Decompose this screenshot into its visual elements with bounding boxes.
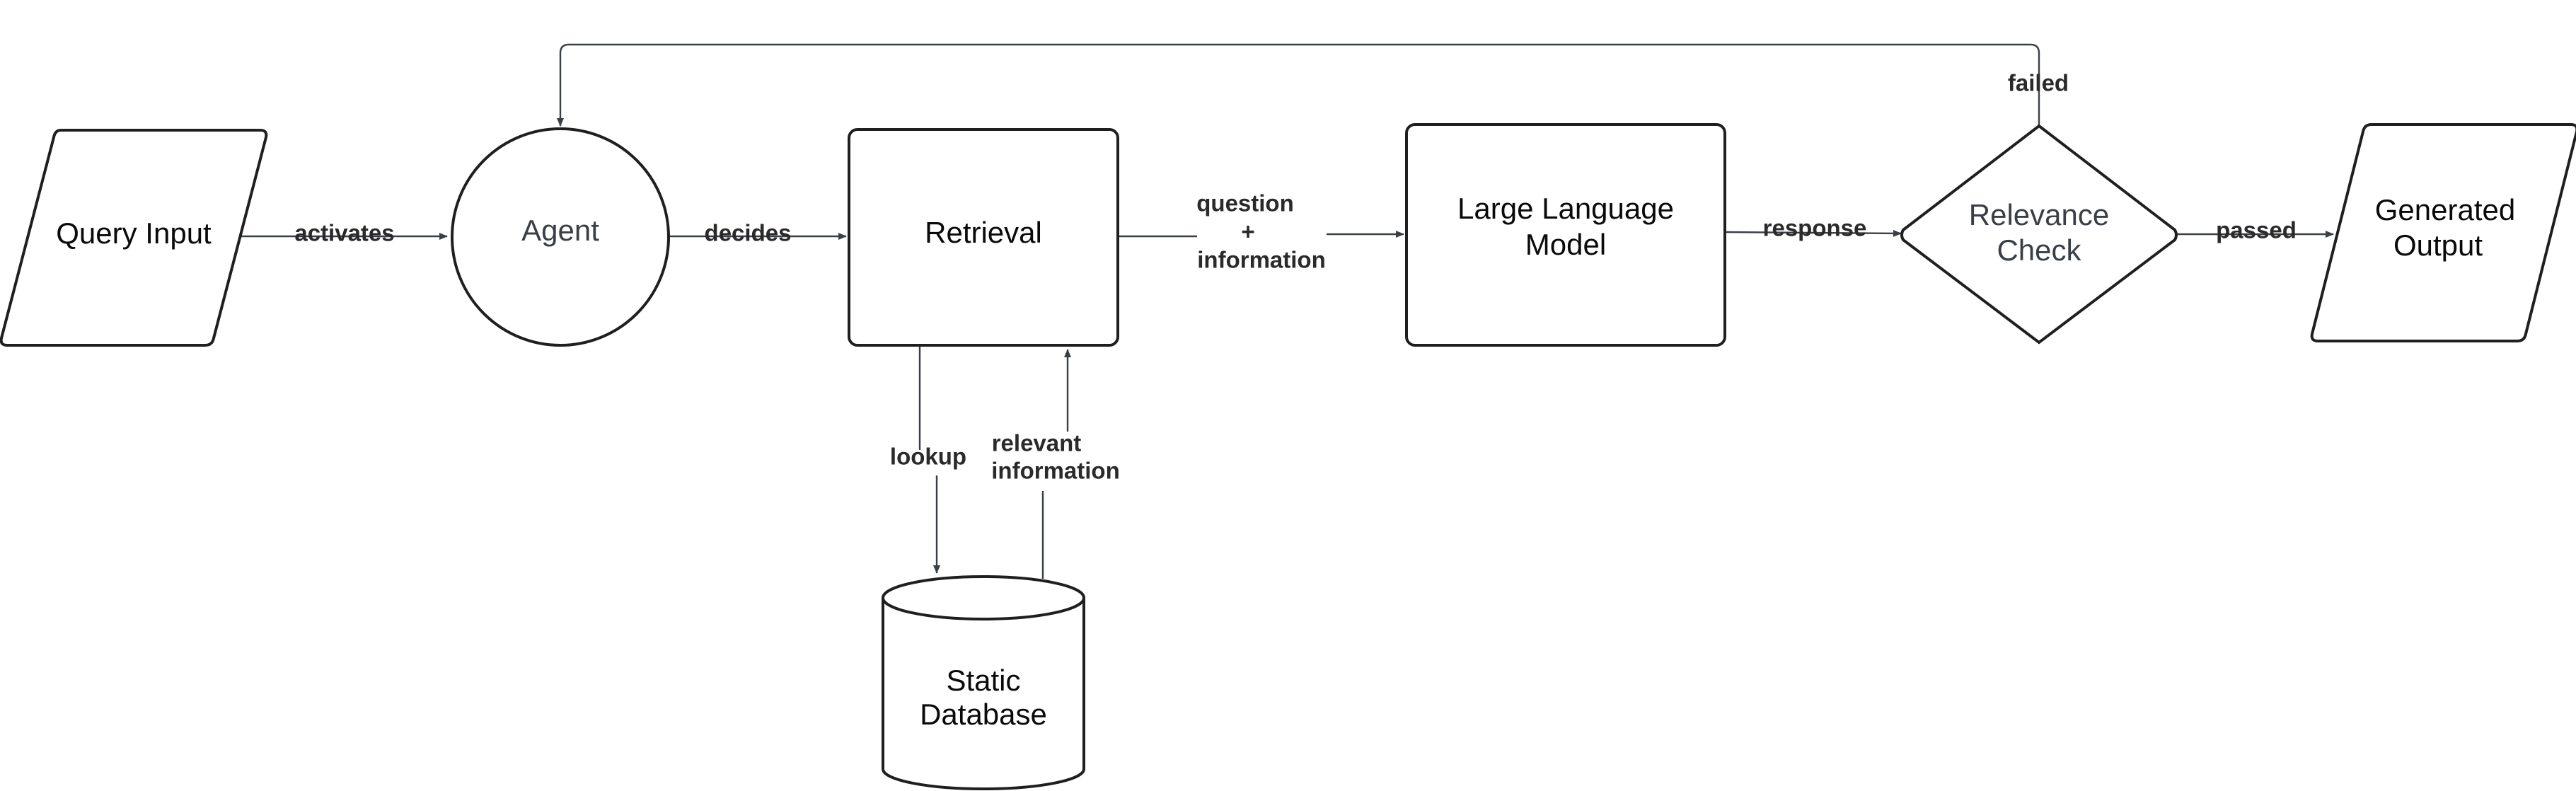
node-label: Query Input: [56, 216, 212, 250]
node-label-line1: Generated: [2375, 193, 2515, 226]
edge-response: [1724, 229, 1902, 237]
node-agent: Agent: [451, 127, 670, 347]
label-lookup: lookup: [890, 444, 966, 470]
label-response: response: [1763, 215, 1867, 241]
node-label-line1: Relevance: [1969, 198, 2109, 231]
node-label: Retrieval: [925, 216, 1042, 249]
label-question-line1: question: [1196, 190, 1294, 216]
node-static-database: Static Database: [882, 575, 1085, 790]
node-llm: Large Language Model: [1405, 123, 1726, 347]
node-label-line2: Check: [1997, 233, 2081, 267]
node-relevance-check: Relevance Check: [1900, 124, 2178, 345]
node-generated-output: Generated Output: [2310, 123, 2576, 342]
node-label-line2: Model: [1525, 228, 1606, 261]
label-decides: decides: [705, 220, 792, 246]
node-label: Agent: [521, 214, 599, 247]
label-activates: activates: [294, 220, 394, 246]
node-label-line1: Large Language: [1457, 192, 1674, 225]
label-relevant-line2: information: [991, 458, 1119, 484]
node-label-line1: Static: [946, 664, 1020, 697]
label-question-line3: information: [1197, 247, 1325, 273]
label-relevant-line1: relevant: [992, 430, 1082, 456]
label-question-line2: +: [1241, 219, 1254, 245]
node-label-line2: Database: [920, 698, 1047, 731]
label-failed: failed: [2008, 70, 2069, 96]
node-retrieval: Retrieval: [848, 128, 1119, 347]
node-query-input: Query Input: [0, 129, 268, 347]
node-label-line2: Output: [2393, 229, 2483, 262]
label-passed: passed: [2216, 217, 2297, 243]
edge-failed: [557, 43, 2040, 127]
